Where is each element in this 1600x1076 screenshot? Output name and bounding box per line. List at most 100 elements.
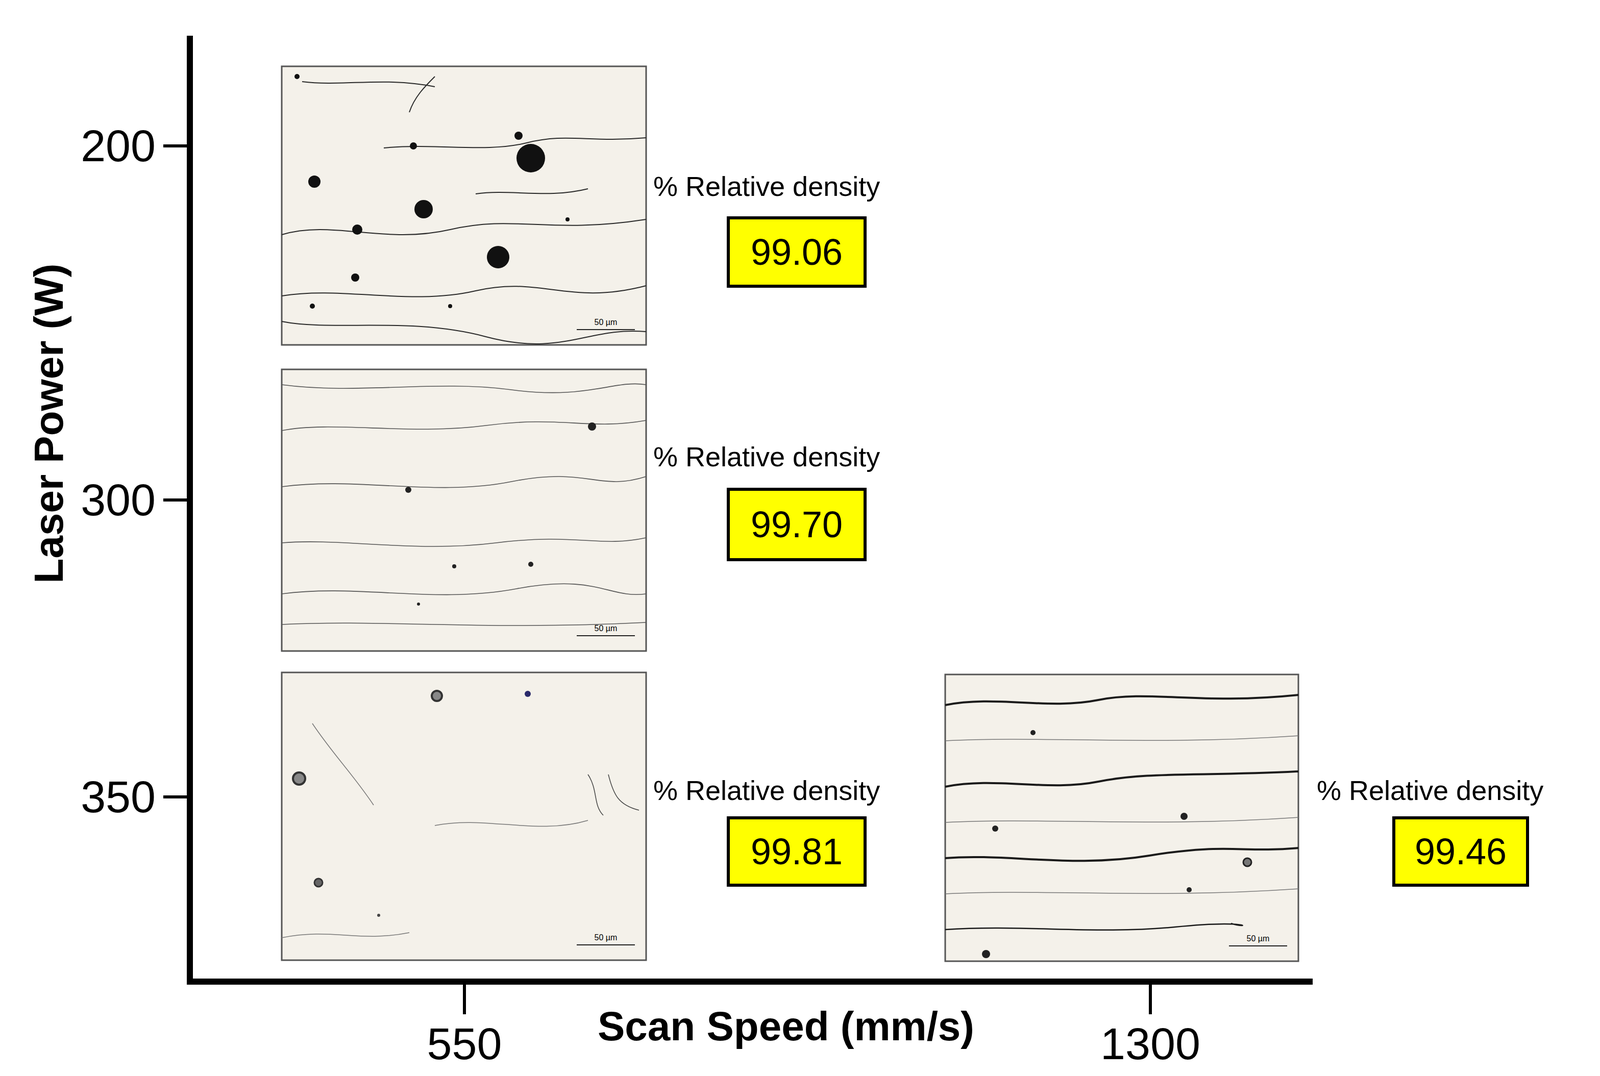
pore bbox=[1186, 887, 1192, 893]
density-callout: % Relative density99.06 bbox=[653, 171, 880, 202]
pore bbox=[452, 564, 457, 569]
cracks bbox=[945, 695, 1299, 931]
pore bbox=[1030, 730, 1036, 736]
crack bbox=[281, 537, 647, 547]
crack bbox=[281, 622, 647, 626]
scale-label: 50 µm bbox=[594, 933, 618, 943]
pore bbox=[409, 142, 417, 150]
axes bbox=[163, 35, 1313, 1015]
micrograph bbox=[281, 66, 647, 346]
scale-label: 50 µm bbox=[1246, 934, 1270, 944]
value-box: 99.46 bbox=[1392, 816, 1530, 888]
crack bbox=[475, 188, 588, 194]
crack bbox=[383, 137, 647, 149]
micrograph-ground bbox=[281, 66, 647, 346]
pore bbox=[565, 217, 570, 222]
pores bbox=[981, 730, 1252, 959]
pore bbox=[416, 602, 421, 606]
pore bbox=[314, 878, 323, 888]
tick bbox=[462, 981, 466, 1015]
y-axis bbox=[186, 35, 193, 986]
pore bbox=[1243, 858, 1252, 867]
scale-bar bbox=[576, 329, 635, 331]
crack bbox=[945, 817, 1299, 823]
pore bbox=[308, 175, 321, 188]
crack bbox=[945, 735, 1299, 742]
callout-heading: % Relative density bbox=[653, 171, 880, 202]
pore bbox=[514, 131, 523, 140]
pore bbox=[309, 303, 315, 309]
density-callout: % Relative density99.46 bbox=[1316, 775, 1544, 806]
crack bbox=[281, 420, 647, 431]
crack bbox=[281, 583, 647, 595]
micrograph-ground bbox=[945, 674, 1299, 962]
tick bbox=[1148, 981, 1152, 1015]
pore bbox=[528, 561, 534, 568]
pore bbox=[524, 691, 531, 698]
crack bbox=[281, 476, 647, 488]
pore bbox=[431, 691, 442, 702]
value-box: 99.70 bbox=[726, 487, 867, 562]
micrograph bbox=[281, 672, 647, 961]
cracks bbox=[281, 383, 647, 626]
pore bbox=[292, 772, 306, 785]
pore bbox=[486, 245, 510, 269]
tick bbox=[163, 144, 190, 148]
tick-label: 350 bbox=[80, 774, 156, 820]
x-axis bbox=[186, 978, 1313, 986]
crack bbox=[281, 219, 647, 235]
tick-label: 200 bbox=[80, 123, 156, 169]
scale-bar bbox=[1228, 945, 1288, 947]
pore bbox=[351, 273, 360, 282]
scale-label: 50 µm bbox=[594, 318, 618, 327]
value-box: 99.06 bbox=[726, 216, 867, 288]
crack bbox=[281, 285, 647, 298]
pore bbox=[377, 914, 381, 918]
tick bbox=[163, 795, 190, 799]
tick-label: 1300 bbox=[1100, 1021, 1201, 1067]
scale-bar bbox=[576, 635, 635, 637]
pore bbox=[1180, 813, 1188, 821]
tick-label: 300 bbox=[80, 477, 156, 523]
cracks bbox=[945, 735, 1299, 895]
tick bbox=[163, 498, 190, 502]
pore bbox=[352, 224, 363, 235]
density-callout: % Relative density99.70 bbox=[653, 441, 880, 473]
crack bbox=[312, 723, 374, 806]
crack bbox=[281, 321, 647, 344]
callout-heading: % Relative density bbox=[653, 775, 880, 806]
axis-title: Scan Speed (mm/s) bbox=[597, 1006, 975, 1048]
crack bbox=[409, 76, 435, 113]
micrograph bbox=[281, 369, 647, 652]
crack bbox=[945, 695, 1299, 706]
density-callout: % Relative density99.81 bbox=[653, 775, 880, 806]
pore bbox=[405, 486, 412, 494]
callout-heading: % Relative density bbox=[653, 441, 880, 473]
crack bbox=[302, 81, 435, 87]
pore bbox=[992, 825, 999, 832]
crack bbox=[434, 820, 588, 827]
crack bbox=[587, 774, 639, 816]
micrograph bbox=[945, 674, 1299, 962]
pores bbox=[294, 74, 570, 309]
scale-label: 50 µm bbox=[594, 624, 618, 633]
pore bbox=[414, 200, 433, 219]
pore bbox=[448, 304, 453, 309]
pores bbox=[405, 422, 597, 606]
crack bbox=[281, 383, 647, 393]
crack bbox=[945, 771, 1299, 787]
tick-label: 550 bbox=[427, 1021, 503, 1067]
pores bbox=[292, 691, 531, 918]
pore bbox=[294, 74, 300, 80]
micrograph-ground bbox=[281, 369, 647, 652]
scale-bar bbox=[576, 944, 635, 946]
crack bbox=[281, 932, 410, 939]
cracks bbox=[281, 723, 639, 939]
pore bbox=[516, 143, 546, 173]
callout-heading: % Relative density bbox=[1316, 775, 1544, 806]
crack bbox=[945, 923, 1243, 931]
axis-title: Laser Power (W) bbox=[28, 263, 70, 584]
pore bbox=[587, 422, 597, 431]
crack bbox=[945, 889, 1299, 895]
value-box: 99.81 bbox=[726, 816, 867, 888]
